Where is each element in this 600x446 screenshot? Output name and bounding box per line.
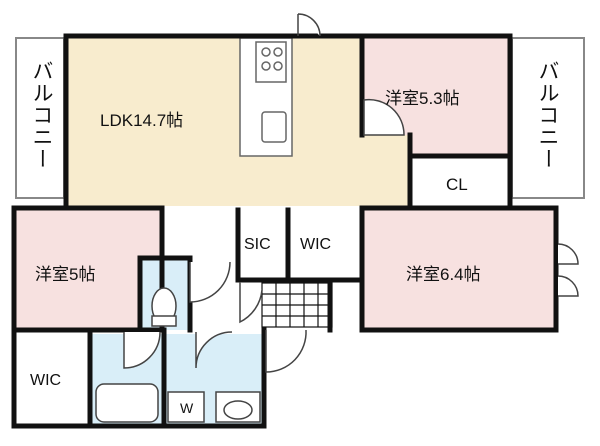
balcony-left-label: バルコニー <box>30 60 53 170</box>
room-label-ldk: LDK14.7帖 <box>100 111 184 130</box>
room-western-64 <box>362 210 556 328</box>
room-sic <box>238 210 288 280</box>
room-ldk <box>66 36 410 206</box>
room-wic-bottom <box>14 334 90 424</box>
kitchen-counter <box>239 37 293 157</box>
room-label-wic-center: WIC <box>300 236 332 253</box>
room-label-western-5: 洋室5帖 <box>35 265 96 284</box>
room-label-cl: CL <box>446 175 468 194</box>
entrance-tiles <box>261 282 333 328</box>
balcony-right-label: バルコニー <box>536 60 559 170</box>
room-label-sic: SIC <box>244 236 271 253</box>
room-cl <box>410 156 510 206</box>
fixtures <box>95 287 261 423</box>
room-wic-center <box>288 210 360 280</box>
room-label-w: W <box>180 400 194 416</box>
balcony-right <box>511 37 585 199</box>
room-label-western-64: 洋室6.4帖 <box>406 265 481 284</box>
balcony-left <box>15 37 65 199</box>
door-swings <box>123 13 579 373</box>
walls <box>11 33 559 429</box>
room-label-wic-bottom: WIC <box>30 372 62 389</box>
room-label-western-53: 洋室5.3帖 <box>385 89 460 108</box>
room-western-5 <box>14 210 162 328</box>
